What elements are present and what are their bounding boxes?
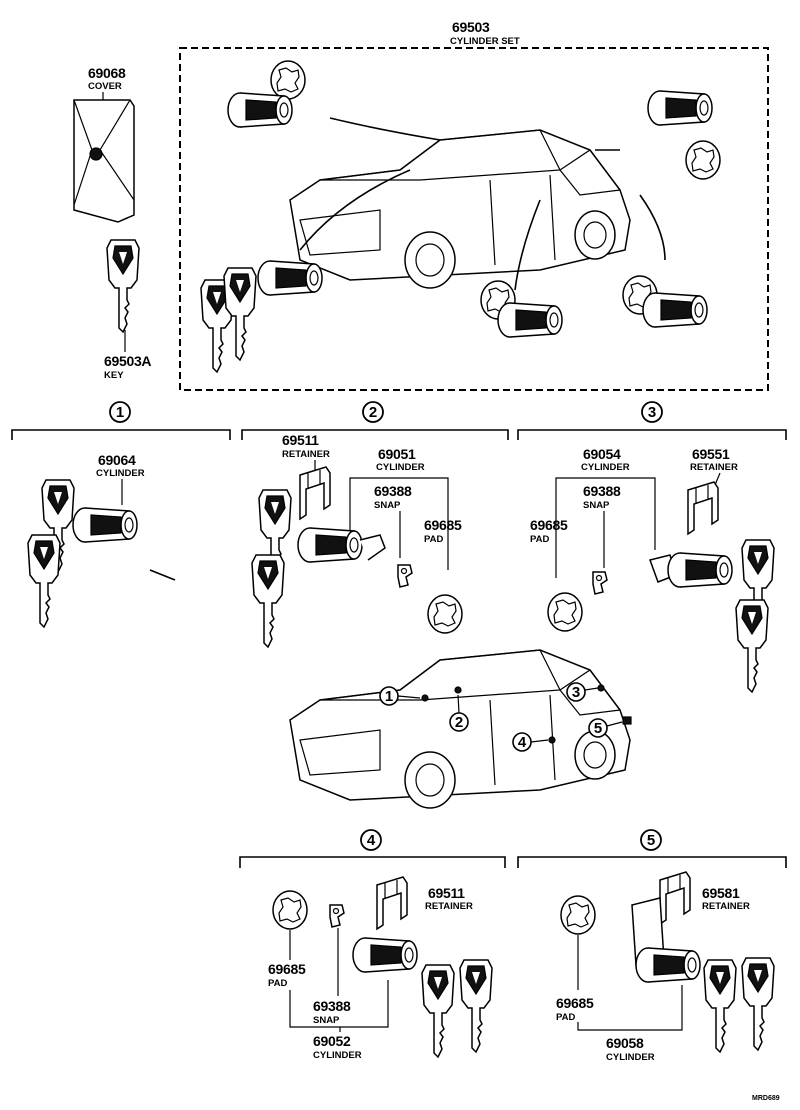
g4-snap-label: SNAP: [313, 1015, 340, 1026]
g5-retainer: [659, 871, 691, 925]
g3-bracket: [555, 477, 656, 578]
circle-3-number: 3: [648, 404, 656, 421]
g4-pad-label: PAD: [268, 978, 287, 989]
g4-retainer: [376, 876, 408, 930]
key-label: KEY: [104, 370, 124, 381]
g2-pad: [427, 594, 463, 634]
g4-cyl-label: CYLINDER: [313, 1050, 362, 1061]
g5-bracket: [577, 985, 683, 1031]
g1-cyl-label: CYLINDER: [96, 468, 145, 479]
g5-cyl-number: 69058: [606, 1035, 644, 1051]
g3-snap: [592, 571, 608, 595]
g3-retainer-label: RETAINER: [690, 462, 738, 473]
g3-pad-label: PAD: [530, 534, 549, 545]
g2-cyl-number: 69051: [378, 446, 416, 462]
g1-cyl-number: 69064: [98, 452, 136, 468]
g2-snap-number: 69388: [374, 483, 412, 499]
g3-retainer-leader: [714, 472, 721, 486]
circle-1-number: 1: [116, 404, 124, 421]
cylinder-set-frame: [179, 47, 769, 391]
g4-pad-number: 69685: [268, 961, 306, 977]
section-4-header: 4: [239, 829, 506, 868]
g3-pad: [547, 592, 583, 632]
g3-retainer-number: 69551: [692, 446, 730, 462]
circle-2-number: 2: [369, 404, 377, 421]
g5-pad-number: 69685: [556, 995, 594, 1011]
section-3-header: 3: [517, 401, 787, 440]
set-arrows: [299, 117, 666, 291]
g2-snap-label: SNAP: [374, 500, 401, 511]
g4-retainer-number: 69511: [428, 885, 465, 901]
g4-door-cylinder: [352, 937, 493, 1058]
set-number: 69503: [452, 19, 490, 35]
circle-4-number: 4: [367, 832, 376, 849]
key-number: 69503A: [104, 353, 151, 369]
g5-door-cylinder: [631, 897, 775, 1053]
g3-retainer: [687, 481, 719, 535]
g4-cyl-number: 69052: [313, 1033, 351, 1049]
g3-snap-label: SNAP: [583, 500, 610, 511]
set-label: CYLINDER SET: [450, 36, 520, 47]
g1-ignition-cylinder: [27, 479, 176, 628]
g2-retainer-label: RETAINER: [282, 449, 330, 460]
car-callout-2: 2: [455, 714, 463, 731]
footer-code: MRD689: [752, 1095, 780, 1102]
g2-pad-label: PAD: [424, 534, 443, 545]
g5-retainer-label: RETAINER: [702, 901, 750, 912]
g3-cyl-label: CYLINDER: [581, 462, 630, 473]
g2-door-cylinder: [251, 489, 386, 648]
section-5-header: 5: [517, 829, 787, 868]
g5-retainer-number: 69581: [702, 885, 740, 901]
g4-retainer-label: RETAINER: [425, 901, 473, 912]
g2-bracket: [349, 477, 449, 570]
section-2-header: 2: [241, 401, 509, 440]
g3-door-cylinder: [649, 539, 775, 693]
car-callout-4: 4: [518, 734, 527, 751]
car-callouts: 1 2 3 4 5: [379, 682, 632, 752]
g4-snap: [329, 904, 345, 928]
master-key: [106, 239, 140, 333]
circle-5-number: 5: [647, 832, 655, 849]
g3-pad-number: 69685: [530, 517, 568, 533]
g4-snap-number: 69388: [313, 998, 351, 1014]
cover-label: COVER: [88, 81, 122, 92]
g2-cyl-label: CYLINDER: [376, 462, 425, 473]
section-1-header: 1: [11, 401, 231, 440]
car-callout-1: 1: [385, 688, 393, 705]
g2-retainer-number: 69511: [282, 432, 319, 448]
g3-cyl-number: 69054: [583, 446, 621, 462]
car-callout-5: 5: [594, 720, 602, 737]
key-cover: [73, 99, 135, 223]
g2-retainer: [299, 466, 331, 520]
g3-snap-number: 69388: [583, 483, 621, 499]
g2-snap: [397, 564, 413, 588]
g2-pad-number: 69685: [424, 517, 462, 533]
cover-number: 69068: [88, 65, 126, 81]
car-callout-3: 3: [572, 684, 580, 701]
g4-bracket: [289, 980, 389, 1028]
g4-pad: [272, 890, 308, 930]
g5-pad-label: PAD: [556, 1012, 575, 1023]
g5-cyl-label: CYLINDER: [606, 1052, 655, 1063]
g5-pad: [560, 895, 596, 935]
